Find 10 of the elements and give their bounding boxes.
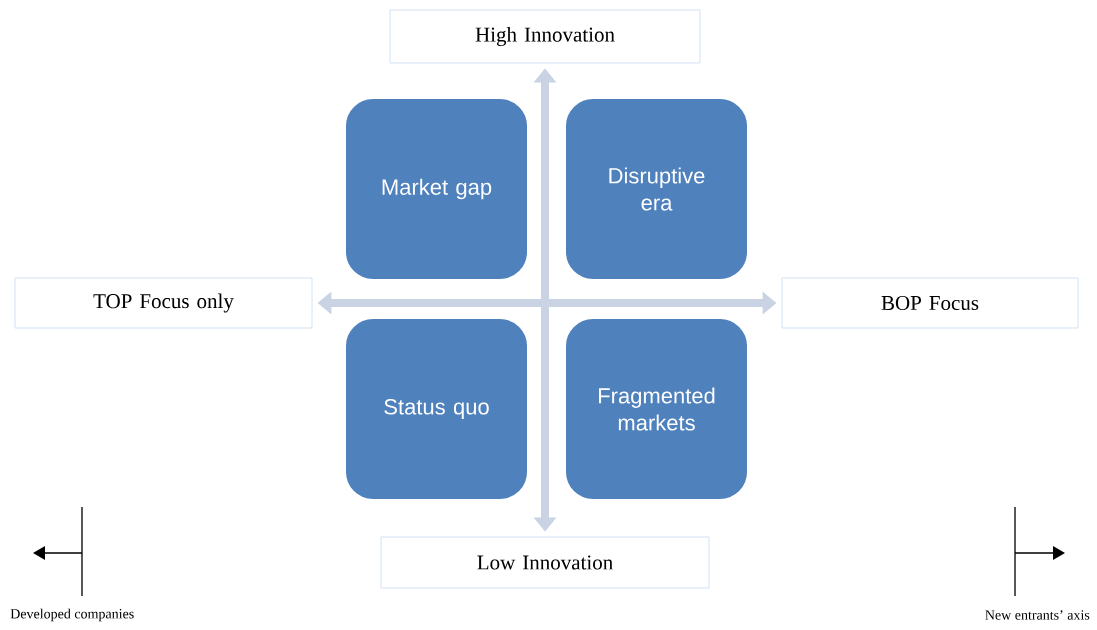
quadrant-box: Disruptive era (564, 97, 749, 281)
label-box: Low Innovation (380, 536, 710, 589)
axis-label: New entrants’ axis (985, 610, 1090, 620)
axis-label: Developed companies (10, 608, 134, 622)
quadrant-box: Fragmented markets (564, 317, 749, 501)
label-box: BOP Focus (781, 277, 1079, 329)
quadrant-box: Status quo (344, 317, 529, 501)
label-box: High Innovation (389, 9, 701, 64)
label-box: TOP Focus only (14, 277, 313, 329)
quadrant-box: Market gap (344, 97, 529, 281)
